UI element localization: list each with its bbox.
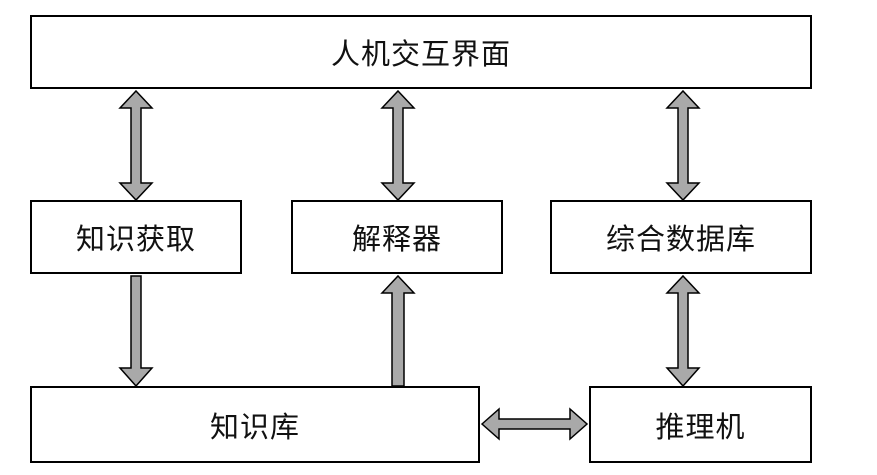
inference-engine-label: 推理机 bbox=[655, 409, 746, 444]
arrow-hci-knowledge-acquisition bbox=[118, 89, 154, 202]
arrow-knowledge-acquisition-knowledge-base bbox=[118, 275, 154, 388]
arrow-hci-explainer bbox=[380, 89, 416, 202]
explainer-box: 解释器 bbox=[291, 200, 503, 274]
comprehensive-database-box: 综合数据库 bbox=[550, 200, 812, 274]
knowledge-acquisition-label: 知识获取 bbox=[75, 222, 196, 256]
arrow-comprehensive-database-inference-engine bbox=[665, 274, 701, 388]
arrow-knowledge-base-explainer bbox=[380, 274, 416, 387]
knowledge-acquisition-box: 知识获取 bbox=[30, 200, 242, 274]
knowledge-base-box: 知识库 bbox=[30, 386, 480, 463]
explainer-label: 解释器 bbox=[351, 222, 442, 256]
human-machine-interface-label: 人机交互界面 bbox=[330, 37, 511, 71]
arrow-hci-comprehensive-database bbox=[665, 89, 701, 202]
knowledge-base-label: 知识库 bbox=[209, 409, 300, 444]
human-machine-interface-box: 人机交互界面 bbox=[30, 15, 812, 89]
arrow-knowledge-base-inference-engine bbox=[480, 407, 589, 441]
inference-engine-box: 推理机 bbox=[589, 386, 812, 463]
comprehensive-database-label: 综合数据库 bbox=[605, 222, 756, 256]
